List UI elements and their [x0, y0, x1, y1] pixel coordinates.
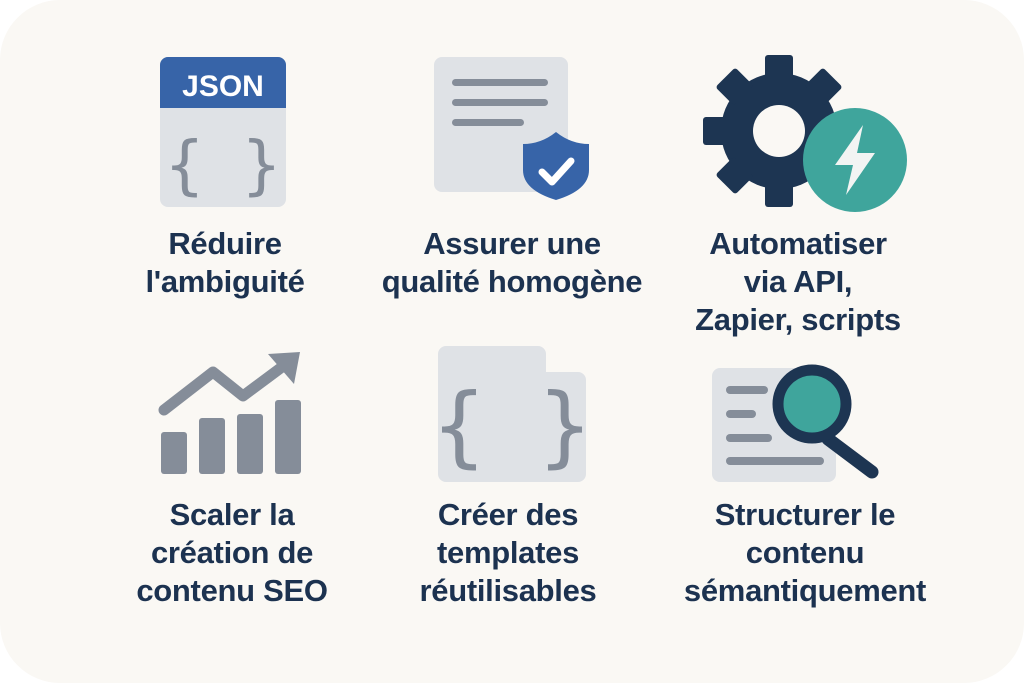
label-line: Zapier, scripts: [695, 302, 901, 337]
svg-text:{ }: { }: [165, 129, 281, 203]
item-label: Structurer le contenu sémantiquement: [655, 496, 955, 610]
label-line: réutilisables: [419, 573, 597, 608]
item-label: Assurer une qualité homogène: [362, 225, 662, 301]
item-label: Réduire l'ambiguité: [75, 225, 375, 301]
label-line: templates: [436, 535, 580, 570]
item-label: Automatiser via API, Zapier, scripts: [648, 225, 948, 339]
label-line: Structurer le: [714, 497, 896, 532]
label-line: Créer des: [437, 497, 579, 532]
svg-text:JSON: JSON: [182, 70, 264, 103]
document-shield-check-icon: [434, 57, 589, 200]
label-line: Scaler la: [169, 497, 295, 532]
label-line: sémantiquement: [683, 573, 927, 608]
label-line: Automatiser: [709, 226, 887, 261]
label-line: Assurer une: [423, 226, 601, 261]
label-line: Réduire: [168, 226, 282, 261]
json-document-icon: JSON { }: [160, 57, 286, 207]
item-label: Créer des templates réutilisables: [358, 496, 658, 610]
document-magnifier-icon: [712, 364, 879, 482]
label-line: création de: [150, 535, 314, 570]
item-label: Scaler la création de contenu SEO: [82, 496, 382, 610]
label-line: l'ambiguité: [145, 264, 305, 299]
label-line: qualité homogène: [381, 264, 643, 299]
label-line: contenu: [745, 535, 865, 570]
label-line: contenu SEO: [136, 573, 328, 608]
svg-text:{ }: { }: [436, 374, 588, 477]
label-line: via API,: [743, 264, 853, 299]
growth-chart-icon: [158, 352, 301, 474]
template-braces-icon: { }: [436, 346, 588, 482]
gear-lightning-icon: [703, 55, 907, 212]
